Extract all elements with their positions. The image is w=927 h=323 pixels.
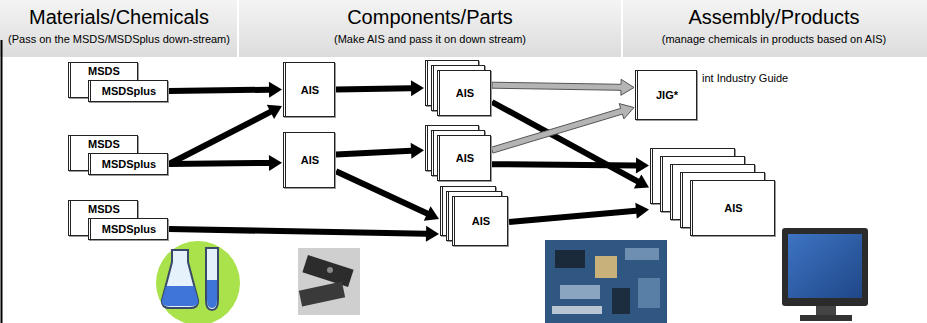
icon-circle bbox=[156, 241, 240, 323]
document-label: AIS bbox=[456, 152, 474, 164]
document-label: AIS bbox=[301, 84, 319, 96]
column-header: Assembly/Products (manage chemicals in pr… bbox=[624, 2, 924, 46]
msds-scroll: MSDSplus bbox=[88, 153, 168, 175]
monitor-screen bbox=[788, 234, 862, 298]
document-scroll: AIS bbox=[283, 132, 335, 188]
header-band bbox=[0, 0, 237, 57]
document-sheet: AIS bbox=[452, 196, 508, 246]
monitor-frame bbox=[782, 228, 868, 306]
document-sheet: AIS bbox=[690, 180, 775, 236]
flow-arrow bbox=[492, 158, 649, 174]
flow-arrow bbox=[168, 105, 282, 167]
chip bbox=[302, 255, 353, 287]
flask bbox=[162, 250, 198, 308]
column-header: Components/Parts (Make AIS and pass it on… bbox=[240, 2, 620, 46]
document-label: MSDS bbox=[88, 203, 120, 215]
document-label: JIG* bbox=[656, 89, 678, 101]
monitor-icon bbox=[782, 228, 868, 321]
document-stack: AIS bbox=[425, 60, 491, 116]
board-part bbox=[638, 278, 660, 308]
flow-arrow bbox=[169, 226, 439, 242]
header-band bbox=[239, 0, 621, 57]
document-sheet: AIS bbox=[437, 135, 491, 181]
monitor-stand bbox=[816, 306, 836, 315]
frame-line bbox=[1, 40, 3, 323]
board-part bbox=[560, 285, 600, 299]
document-stack: AIS bbox=[440, 186, 508, 246]
board-part bbox=[625, 248, 659, 260]
column-note: (manage chemicals in products based on A… bbox=[624, 33, 924, 46]
flow-arrow bbox=[509, 203, 649, 225]
document-label: MSDSplus bbox=[102, 85, 156, 97]
document-label: MSDS bbox=[88, 65, 120, 77]
column-header: Materials/Chemicals (Pass on the MSDS/MSD… bbox=[3, 2, 235, 46]
document-sheet: AIS bbox=[437, 70, 491, 116]
column-heading: Assembly/Products bbox=[624, 5, 924, 29]
document-label: MSDSplus bbox=[102, 158, 156, 170]
column-note: (Pass on the MSDS/MSDSplus down-stream) bbox=[3, 33, 235, 46]
document-stack: AIS bbox=[425, 125, 491, 181]
board-part bbox=[552, 306, 602, 314]
flow-arrow bbox=[492, 79, 634, 95]
flow-arrow bbox=[336, 143, 424, 159]
board-part bbox=[595, 256, 617, 278]
column-heading: Components/Parts bbox=[240, 5, 620, 29]
msds-scroll: MSDSplus bbox=[88, 80, 168, 102]
chip-photo bbox=[298, 248, 360, 315]
flow-arrow bbox=[169, 155, 282, 171]
document-scroll: AIS bbox=[283, 62, 335, 117]
header-band bbox=[623, 0, 927, 57]
document-label: MSDS bbox=[88, 138, 120, 150]
flask-liquid bbox=[162, 286, 198, 306]
document-label: AIS bbox=[456, 87, 474, 99]
photo-ground bbox=[545, 240, 667, 323]
document-stack: AIS bbox=[650, 148, 775, 236]
tube-liquid bbox=[207, 280, 217, 308]
monitor-base bbox=[800, 315, 852, 321]
board-photo bbox=[545, 240, 667, 323]
flow-arrow bbox=[169, 82, 282, 98]
board-part bbox=[555, 250, 585, 268]
board-part bbox=[612, 288, 630, 314]
chemistry-icon bbox=[156, 241, 240, 323]
flow-arrow bbox=[335, 169, 439, 221]
document-scroll: JIG* bbox=[635, 70, 697, 120]
column-note: (Make AIS and pass it on down stream) bbox=[240, 33, 620, 46]
column-heading: Materials/Chemicals bbox=[3, 5, 235, 29]
flow-arrow bbox=[491, 104, 634, 154]
test-tube bbox=[206, 248, 218, 310]
chip bbox=[299, 282, 345, 307]
chip-window bbox=[327, 267, 333, 273]
document-label: AIS bbox=[724, 202, 742, 214]
flow-arrow bbox=[491, 99, 649, 188]
photo-ground bbox=[298, 248, 360, 315]
footnote-text: int Industry Guide bbox=[702, 72, 788, 84]
document-label: AIS bbox=[472, 215, 490, 227]
flow-arrow bbox=[336, 80, 424, 96]
document-label: AIS bbox=[301, 154, 319, 166]
msds-scroll: MSDSplus bbox=[88, 218, 168, 240]
document-label: MSDSplus bbox=[102, 223, 156, 235]
